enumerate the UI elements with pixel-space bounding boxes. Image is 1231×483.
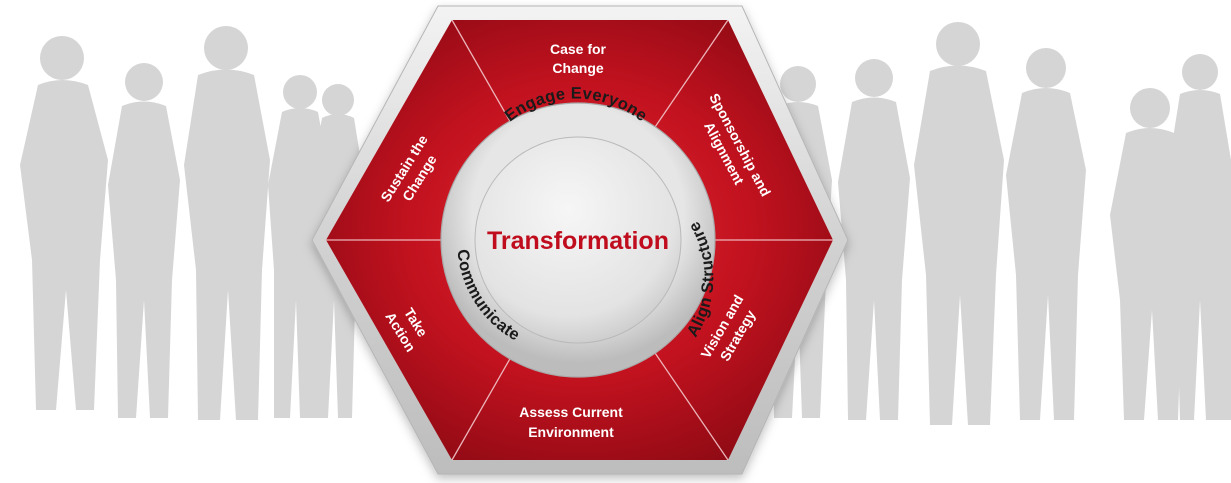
- silhouette-3: [184, 26, 270, 420]
- background-people-silhouettes: [20, 22, 1231, 425]
- silhouette-10: [1110, 88, 1190, 420]
- segment-assess-current-environment: Assess Current Environment: [519, 404, 623, 440]
- segment-top-line2: Change: [552, 60, 604, 76]
- segment-bottom-line1: Assess Current: [519, 404, 623, 420]
- segment-bottom-line2: Environment: [528, 424, 614, 440]
- center-label: Transformation: [487, 227, 669, 255]
- silhouette-11: [1168, 54, 1231, 420]
- segment-top-line1: Case for: [550, 41, 607, 57]
- silhouette-8: [914, 22, 1004, 425]
- silhouette-9: [1006, 48, 1086, 420]
- silhouette-7: [838, 59, 910, 420]
- center-disc: [474, 136, 682, 344]
- silhouette-1: [20, 36, 108, 410]
- segment-case-for-change: Case for Change: [550, 41, 607, 76]
- silhouette-2: [108, 63, 180, 418]
